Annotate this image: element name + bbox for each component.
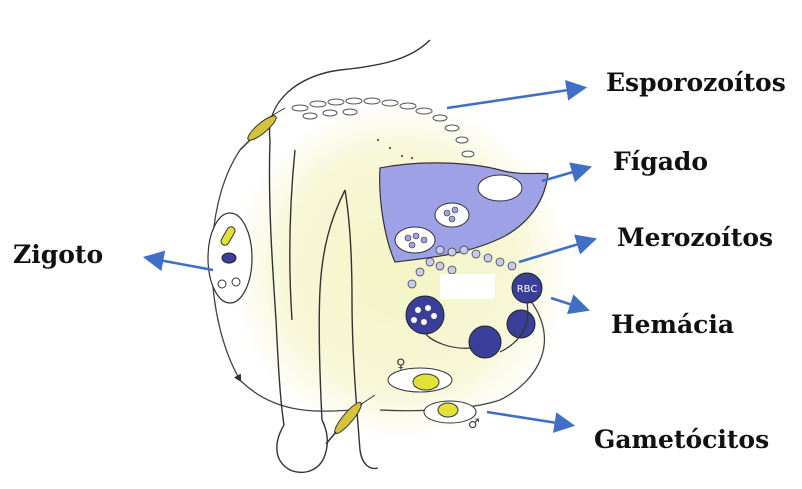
oocyst-2 xyxy=(232,278,240,286)
schizont-rbc xyxy=(406,296,444,334)
mosquito-top xyxy=(240,108,285,150)
liver-cell-top xyxy=(478,175,522,201)
trophozoite-rbc xyxy=(469,326,501,358)
label-esporozoitos: Esporozoítos xyxy=(606,68,786,97)
gametocyte-female xyxy=(413,374,439,390)
label-merozoitos: Merozoítos xyxy=(617,223,773,252)
gametocyte-male xyxy=(438,403,458,417)
rbc-label: RBC xyxy=(517,284,538,295)
label-gametocitos: Gametócitos xyxy=(594,425,769,454)
oocyst-1 xyxy=(218,280,226,288)
arrow-gametocitos xyxy=(487,412,570,425)
label-hemacia: Hemácia xyxy=(611,310,734,339)
liver-schizont-2 xyxy=(395,227,435,253)
label-zigoto: Zigoto xyxy=(13,240,103,269)
female-symbol: ♀ xyxy=(396,357,406,372)
label-figado: Fígado xyxy=(613,147,708,176)
arrow-zigoto xyxy=(148,258,213,270)
zygote-cell xyxy=(222,253,236,263)
arrow-figado xyxy=(542,168,587,181)
white-patch xyxy=(440,274,495,299)
arrow-esporozoitos xyxy=(447,88,582,108)
liver-schizont-1 xyxy=(435,203,469,227)
male-symbol: ♂ xyxy=(468,417,480,432)
